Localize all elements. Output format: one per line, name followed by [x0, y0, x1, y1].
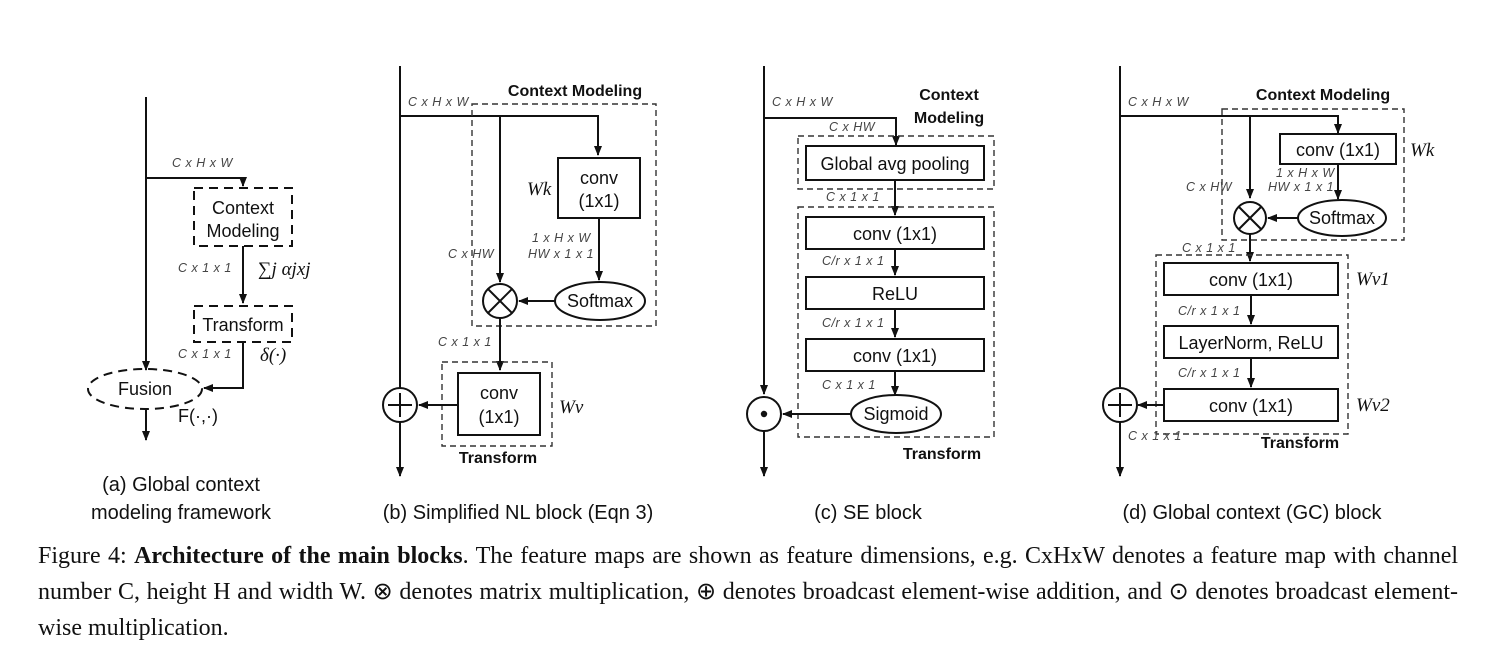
relu-box — [805, 276, 985, 310]
caption-d: (d) Global context (GC) block — [1123, 502, 1383, 524]
transform-label: Transform — [202, 315, 283, 335]
transform-region — [797, 206, 995, 438]
layernorm-relu-box — [1163, 325, 1339, 359]
sigmoid-label: Sigmoid — [863, 404, 928, 424]
dim-hw: C x HW — [1186, 180, 1233, 194]
global-avg-pooling-label: Global avg pooling — [820, 154, 969, 174]
conv1-label: conv (1x1) — [853, 224, 937, 244]
context-header: Context Modeling — [1256, 87, 1390, 104]
dim-out: C x 1 x 1 — [822, 378, 876, 392]
delta-function: δ(·) — [260, 345, 286, 366]
panel-c: C x H x W Context Modeling C x HW Global… — [746, 66, 995, 524]
context-modeling-region — [1221, 108, 1405, 241]
dim-k1: 1 x H x W — [1276, 166, 1335, 180]
panel-d: C x H x W Context Modeling conv (1x1) Wk… — [1102, 66, 1435, 524]
dim-conv-1: 1 x H x W — [532, 231, 591, 245]
dim-conv-2: HW x 1 x 1 — [528, 247, 594, 261]
wv-label: Wv — [559, 397, 584, 418]
dim-input: C x H x W — [1128, 95, 1189, 109]
wv2-label: Wv2 — [1356, 395, 1390, 416]
caption-b: (b) Simplified NL block (Eqn 3) — [383, 502, 653, 524]
conv-wv-label-1: conv — [480, 383, 518, 403]
caption-bold: Architecture of the main blocks — [134, 543, 463, 569]
dim-r2: C/r x 1 x 1 — [1178, 366, 1240, 380]
context-header-1: Context — [919, 87, 979, 104]
layernorm-relu-label: LayerNorm, ReLU — [1178, 333, 1323, 353]
dim-transform: C x 1 x 1 — [178, 347, 232, 361]
context-modeling-region — [797, 135, 995, 190]
dim-input: C x H x W — [408, 95, 469, 109]
dim-ctx: C x 1 x 1 — [1182, 241, 1236, 255]
fusion-function: F(·,·) — [178, 406, 218, 426]
conv-wk-label: conv (1x1) — [1296, 140, 1380, 160]
wk-label: Wk — [1410, 140, 1435, 161]
transform-header: Transform — [903, 446, 981, 463]
context-modeling-region — [471, 103, 657, 327]
caption-a-line1: (a) Global context — [102, 474, 260, 496]
context-modeling-box — [193, 187, 293, 247]
caption-c: (c) SE block — [814, 502, 923, 524]
transform-header: Transform — [459, 450, 537, 467]
wk-label: Wk — [527, 179, 552, 200]
caption-prefix: Figure 4: — [38, 543, 135, 569]
dim-k2: HW x 1 x 1 — [1268, 180, 1334, 194]
architecture-diagram: C x H x W Context Modeling C x 1 x 1 ∑j … — [87, 66, 1435, 524]
conv-wv1-label: conv (1x1) — [1209, 270, 1293, 290]
context-header-2: Modeling — [914, 110, 984, 127]
conv1-box — [805, 216, 985, 250]
panel-b: C x H x W Context Modeling conv (1x1) Wk… — [382, 66, 657, 524]
conv-wv-label-2: (1x1) — [478, 407, 519, 427]
transform-header: Transform — [1261, 435, 1339, 452]
dim-left: C x HW — [448, 247, 495, 261]
dim-out: C x 1 x 1 — [1128, 429, 1182, 443]
conv-wk-label-1: conv — [580, 168, 618, 188]
wv1-label: Wv1 — [1356, 269, 1390, 290]
context-label-1: Context — [212, 198, 274, 218]
conv-wv2-label: conv (1x1) — [1209, 396, 1293, 416]
panel-a: C x H x W Context Modeling C x 1 x 1 ∑j … — [87, 97, 311, 524]
figure-caption: Figure 4: Architecture of the main block… — [38, 538, 1458, 646]
dim-r1: C/r x 1 x 1 — [822, 254, 884, 268]
global-avg-pooling-box — [805, 145, 985, 181]
dim-input: C x H x W — [772, 95, 833, 109]
dim-hw: C x HW — [829, 120, 876, 134]
caption-a-line2: modeling framework — [91, 502, 272, 524]
context-header: Context Modeling — [508, 83, 642, 100]
dim-context: C x 1 x 1 — [178, 261, 232, 275]
caption-body: . The feature maps are shown as feature … — [38, 543, 1459, 641]
dim-mul: C x 1 x 1 — [438, 335, 492, 349]
conv2-label: conv (1x1) — [853, 346, 937, 366]
dim-input: C x H x W — [172, 156, 233, 170]
conv-wk-label-2: (1x1) — [578, 191, 619, 211]
conv-wv-box — [457, 372, 541, 436]
transform-region — [1155, 254, 1349, 435]
relu-label: ReLU — [872, 284, 918, 304]
dim-r1: C/r x 1 x 1 — [1178, 304, 1240, 318]
context-label-2: Modeling — [206, 221, 279, 241]
dim-r2: C/r x 1 x 1 — [822, 316, 884, 330]
sum-formula: ∑j αjxj — [258, 259, 311, 280]
conv-wv2-box — [1163, 388, 1339, 422]
conv-wk-box — [1279, 133, 1397, 165]
softmax-label: Softmax — [567, 291, 633, 311]
softmax-label: Softmax — [1309, 208, 1375, 228]
conv2-box — [805, 338, 985, 372]
fusion-label: Fusion — [118, 379, 172, 399]
dim-gap: C x 1 x 1 — [826, 190, 880, 204]
conv-wv1-box — [1163, 262, 1339, 296]
